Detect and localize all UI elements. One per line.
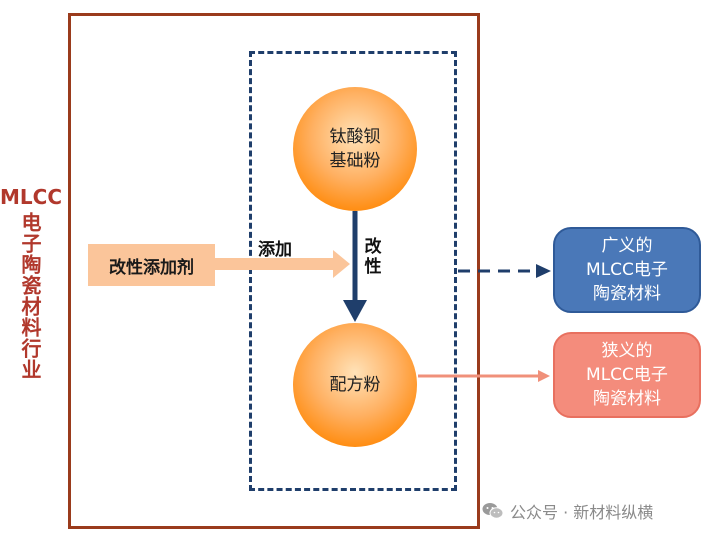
barium-line1: 钛酸钡 xyxy=(329,127,381,147)
formula-powder-circle: 配方粉 xyxy=(293,323,417,447)
broad-dashed-arrow xyxy=(458,264,551,278)
add-label: 添加 xyxy=(258,240,292,260)
add-arrow xyxy=(215,250,350,278)
narrow-line2: MLCC电子 xyxy=(586,365,668,385)
watermark: 公众号 · 新材料纵横 xyxy=(482,500,653,522)
narrow-mlcc-box: 狭义的 MLCC电子 陶瓷材料 xyxy=(553,332,701,418)
modify-label: 改性 xyxy=(364,237,382,277)
modifier-box: 改性添加剂 xyxy=(88,244,215,286)
watermark-text: 公众号 · 新材料纵横 xyxy=(510,503,654,522)
industry-label: MLCC 电子陶瓷材料行业 xyxy=(0,182,63,380)
narrow-line3: 陶瓷材料 xyxy=(592,389,661,409)
broad-mlcc-box: 广义的 MLCC电子 陶瓷材料 xyxy=(553,227,701,313)
modify-arrow xyxy=(343,211,367,322)
wechat-icon xyxy=(482,503,504,519)
industry-label-chinese: 电子陶瓷材料行业 xyxy=(18,212,42,380)
barium-titanate-circle: 钛酸钡 基础粉 xyxy=(293,87,417,211)
formula-line1: 配方粉 xyxy=(329,375,381,395)
broad-line3: 陶瓷材料 xyxy=(592,284,661,304)
modifier-label: 改性添加剂 xyxy=(109,257,194,278)
broad-line1: 广义的 xyxy=(601,236,653,256)
barium-line2: 基础粉 xyxy=(329,151,381,171)
broad-line2: MLCC电子 xyxy=(586,260,668,280)
narrow-line1: 狭义的 xyxy=(601,341,653,361)
inner-dashed-frame xyxy=(249,51,457,491)
industry-label-latin: MLCC xyxy=(0,185,63,209)
narrow-arrow xyxy=(418,370,550,382)
